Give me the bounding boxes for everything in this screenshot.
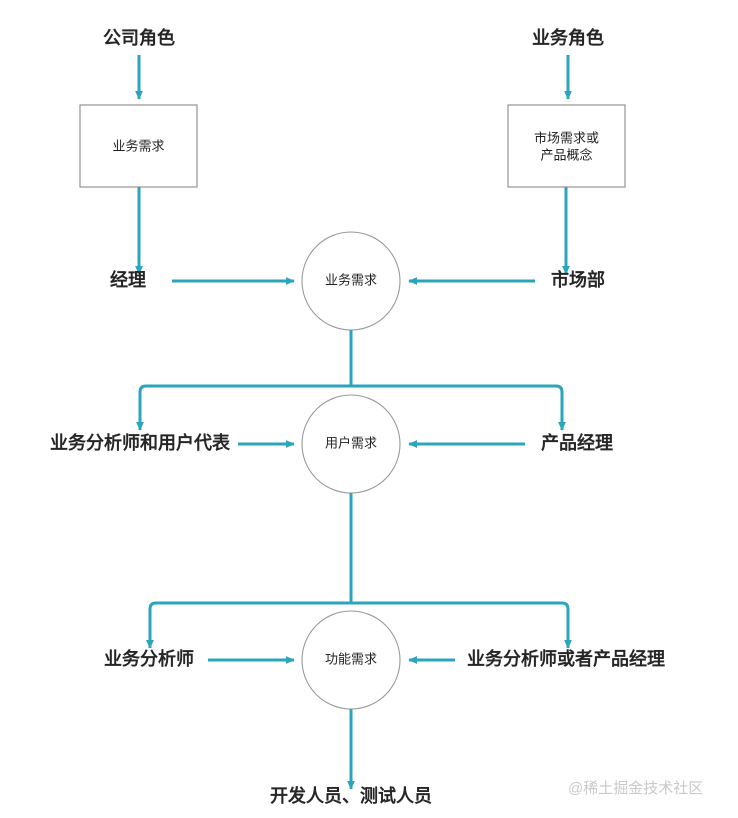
role-product-manager: 产品经理 [541, 432, 613, 453]
fork-row2-horizontal [138, 384, 564, 398]
box-business-requirement [79, 104, 198, 188]
heading-business-role: 业务角色 [532, 27, 604, 48]
role-marketing-dept: 市场部 [551, 269, 605, 290]
box-market-need-or-product-concept [507, 104, 626, 188]
role-business-analyst: 业务分析师 [104, 648, 194, 669]
fork-row3-horizontal [148, 601, 570, 615]
box-market-need-line2: 产品概念 [540, 147, 592, 162]
role-business-analyst-and-user-rep: 业务分析师和用户代表 [50, 432, 231, 453]
circle-functional-requirement-label: 功能需求 [325, 651, 377, 666]
heading-company-role: 公司角色 [103, 27, 175, 48]
circle-user-requirement-label: 用户需求 [325, 435, 377, 450]
watermark-label: @稀土掘金技术社区 [568, 780, 703, 797]
role-manager: 经理 [110, 269, 146, 290]
box-market-need-line1: 市场需求或 [534, 130, 599, 145]
role-developers-and-testers: 开发人员、测试人员 [270, 785, 432, 806]
box-business-requirement-label: 业务需求 [112, 138, 164, 153]
circle-business-requirement-label: 业务需求 [325, 272, 377, 287]
role-ba-or-product-manager: 业务分析师或者产品经理 [467, 648, 665, 669]
